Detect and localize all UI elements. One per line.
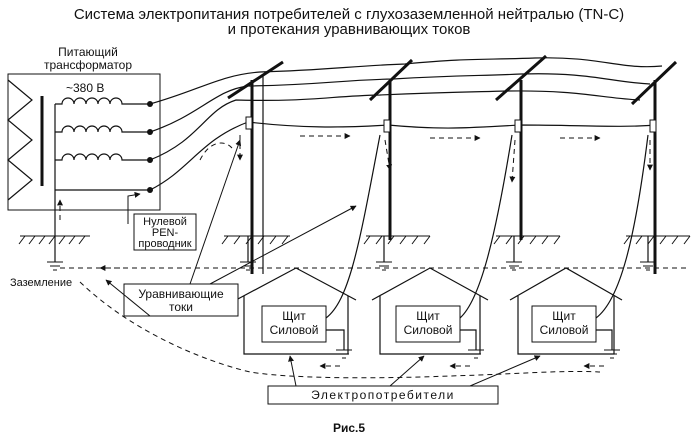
panel-2-line-1: Щит [416, 309, 440, 323]
power-panel-2 [395, 305, 461, 343]
power-panel-1 [261, 305, 327, 343]
equalizing-current-paths [57, 133, 690, 379]
house-1: Щит Силовой [235, 134, 381, 359]
transformer-voltage: ~380 В [66, 81, 104, 95]
transformer-ground-symbol [47, 261, 63, 271]
panel-1-line-1: Щит [282, 309, 306, 323]
house-3: Щит Силовой [509, 134, 649, 359]
currents-label-line-1: Уравнивающие [138, 287, 224, 301]
grounding-label: Заземление [10, 277, 72, 289]
house-2: Щит Силовой [371, 134, 513, 359]
equalizing-currents-label: Уравнивающие токи [105, 139, 357, 317]
consumers-label-text: Электропотребители [311, 388, 455, 402]
title-line-1: Система электропитания потребителей с гл… [74, 6, 624, 23]
pole-2 [363, 58, 431, 271]
title-line-2: и протекания уравнивающих токов [228, 21, 471, 38]
panel-3-line-1: Щит [552, 309, 576, 323]
overhead-wires [149, 57, 663, 191]
panel-3-line-2: Силовой [540, 323, 589, 337]
pen-label-line-2: PEN- [152, 227, 179, 239]
pole-4 [623, 60, 691, 274]
panel-2-line-2: Силовой [404, 323, 453, 337]
pole-1 [221, 60, 290, 274]
figure-caption: Рис.5 [333, 421, 365, 435]
pen-label-line-3: проводник [138, 238, 191, 250]
pole-3 [493, 54, 561, 271]
pen-label-line-1: Нулевой [143, 216, 187, 228]
consumers-label: Электропотребители [267, 355, 541, 405]
transformer-label-line-2: трансформатор [44, 58, 132, 72]
transformer-label-line-1: Питающий [58, 45, 118, 59]
panel-1-line-2: Силовой [270, 323, 319, 337]
primary-winding [7, 79, 33, 201]
currents-label-line-2: токи [169, 300, 193, 314]
secondary-windings [54, 97, 153, 193]
supply-transformer: Питающий трансформатор ~380 В [7, 45, 161, 271]
power-panel-3 [531, 305, 597, 343]
pen-conductor-label: Нулевой PEN- проводник [127, 191, 197, 251]
transformer-frame [7, 73, 161, 211]
